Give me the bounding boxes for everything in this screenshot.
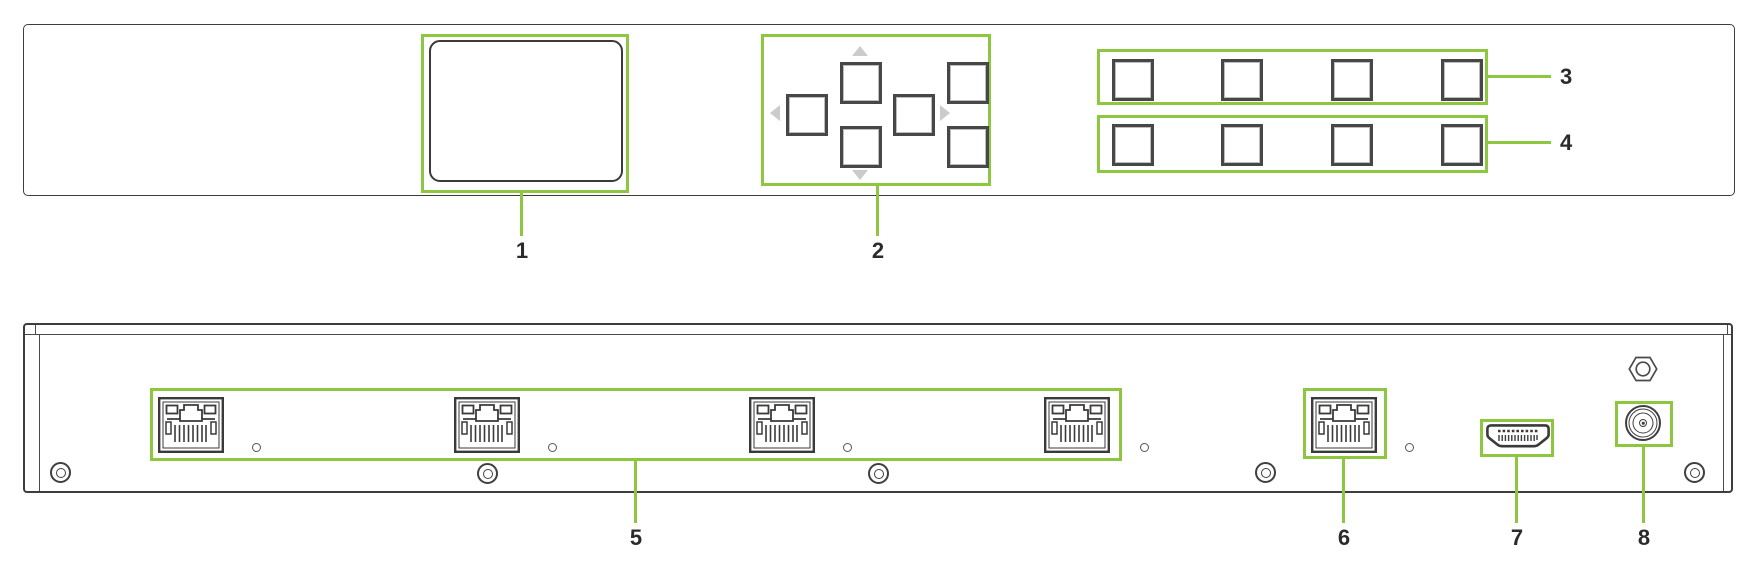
callout-label-4: 4 — [1560, 130, 1573, 155]
nav-right-bottom-button — [947, 126, 989, 168]
callout-label-8: 8 — [1637, 525, 1651, 550]
callout-box-keypad — [761, 34, 991, 186]
callout-label-1: 1 — [515, 238, 529, 263]
up-arrow-icon — [852, 46, 868, 56]
front-panel — [23, 24, 1735, 196]
dc-power-jack-icon — [1625, 405, 1661, 441]
rj45-port-3-icon — [749, 397, 815, 453]
nav-enter-button — [893, 94, 935, 136]
screw-icon-1 — [50, 462, 71, 483]
callout-leader-8 — [1642, 447, 1645, 523]
callout-box-rj45-single — [1303, 388, 1387, 459]
function-button-1 — [1112, 59, 1154, 101]
led-hole-1 — [252, 443, 261, 452]
screw-icon-2 — [477, 463, 498, 484]
rear-panel-right-tab — [1727, 325, 1728, 334]
rj45-port-2-icon — [454, 397, 520, 453]
callout-box-display — [421, 34, 629, 193]
rear-panel-left-tab — [35, 325, 36, 334]
function-button-3 — [1331, 59, 1373, 101]
callout-label-7: 7 — [1510, 525, 1524, 550]
screw-icon-3 — [868, 463, 889, 484]
lcd-display — [429, 40, 623, 182]
callout-box-hdmi — [1480, 419, 1554, 457]
screw-icon-5 — [1684, 462, 1705, 483]
nav-left-button — [786, 94, 828, 136]
rj45-port-1-icon — [158, 397, 224, 453]
callout-leader-3 — [1487, 75, 1551, 78]
nav-up-button — [840, 62, 882, 104]
callout-box-lower-buttons — [1097, 115, 1488, 173]
function-button-7 — [1331, 124, 1373, 166]
callout-label-5: 5 — [629, 525, 643, 550]
function-button-6 — [1221, 124, 1263, 166]
rear-panel-right-fold — [1723, 334, 1724, 491]
rj45-port-5-icon — [1311, 397, 1377, 453]
led-hole-2 — [548, 443, 557, 452]
rj45-port-4-icon — [1044, 397, 1110, 453]
rear-panel-lid-seam — [25, 334, 1731, 335]
hex-nut-icon — [1628, 355, 1658, 383]
callout-leader-6 — [1342, 459, 1345, 523]
callout-leader-4 — [1487, 141, 1551, 144]
rear-panel-left-fold — [39, 334, 40, 491]
callout-box-power — [1615, 401, 1673, 447]
callout-leader-2 — [876, 185, 879, 236]
left-arrow-icon — [770, 105, 780, 121]
callout-label-3: 3 — [1560, 64, 1573, 89]
function-button-2 — [1221, 59, 1263, 101]
led-hole-4 — [1140, 443, 1149, 452]
led-hole-3 — [843, 443, 852, 452]
callout-box-rj45-group — [150, 388, 1122, 461]
callout-leader-1 — [520, 192, 523, 236]
right-arrow-icon — [940, 105, 950, 121]
nav-right-top-button — [947, 62, 989, 104]
screw-icon-4 — [1255, 462, 1276, 483]
function-button-8 — [1441, 124, 1483, 166]
hdmi-port-icon — [1486, 424, 1550, 451]
callout-leader-7 — [1515, 457, 1518, 523]
callout-box-upper-buttons — [1097, 49, 1488, 105]
callout-label-2: 2 — [871, 238, 885, 263]
function-button-4 — [1441, 59, 1483, 101]
callout-label-6: 6 — [1337, 525, 1351, 550]
led-hole-5 — [1405, 443, 1414, 452]
down-arrow-icon — [852, 170, 868, 180]
callout-leader-5 — [634, 461, 637, 523]
function-button-5 — [1112, 124, 1154, 166]
nav-down-button — [840, 126, 882, 168]
